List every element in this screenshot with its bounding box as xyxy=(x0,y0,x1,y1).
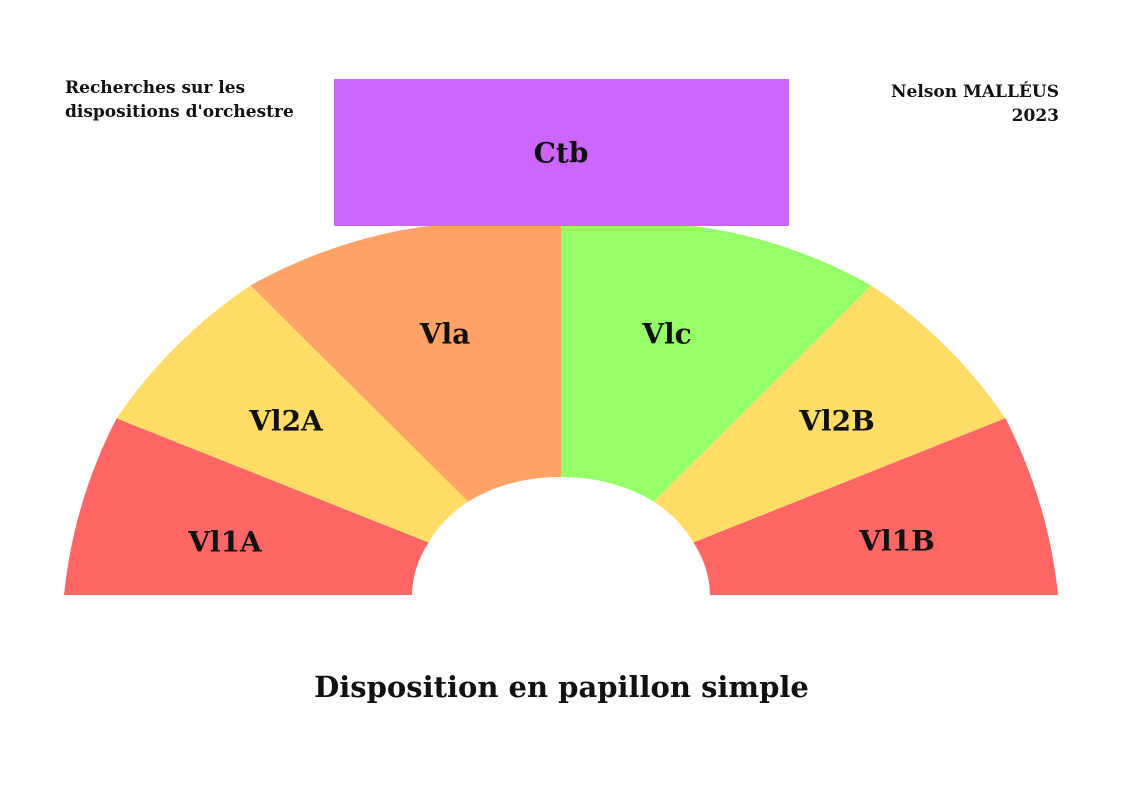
label-vl2b: Vl2B xyxy=(798,405,875,438)
label-ctb: Ctb xyxy=(534,137,589,170)
section-vl2b xyxy=(653,285,1006,543)
subject-line-1: Recherches sur les xyxy=(65,78,246,98)
label-vl1a: Vl1A xyxy=(187,526,263,559)
subject-note: Recherches sur les dispositions d'orches… xyxy=(65,76,305,124)
label-vla: Vla xyxy=(419,318,471,351)
author-year: 2023 xyxy=(1011,106,1059,126)
author-name: Nelson MALLÉUS xyxy=(891,82,1059,102)
diagram-caption: Disposition en papillon simple xyxy=(314,670,809,704)
author-note: Nelson MALLÉUS 2023 xyxy=(799,80,1059,128)
section-vl1a xyxy=(64,418,429,595)
label-vl2a: Vl2A xyxy=(248,405,324,438)
section-vl1b xyxy=(693,418,1058,595)
label-vl1b: Vl1B xyxy=(858,525,935,558)
subject-line-2: dispositions d'orchestre xyxy=(65,102,294,122)
label-vlc: Vlc xyxy=(641,318,691,351)
section-vla xyxy=(250,221,561,502)
section-vl2a xyxy=(116,285,469,543)
section-vlc xyxy=(561,221,872,502)
section-ctb xyxy=(334,79,789,226)
